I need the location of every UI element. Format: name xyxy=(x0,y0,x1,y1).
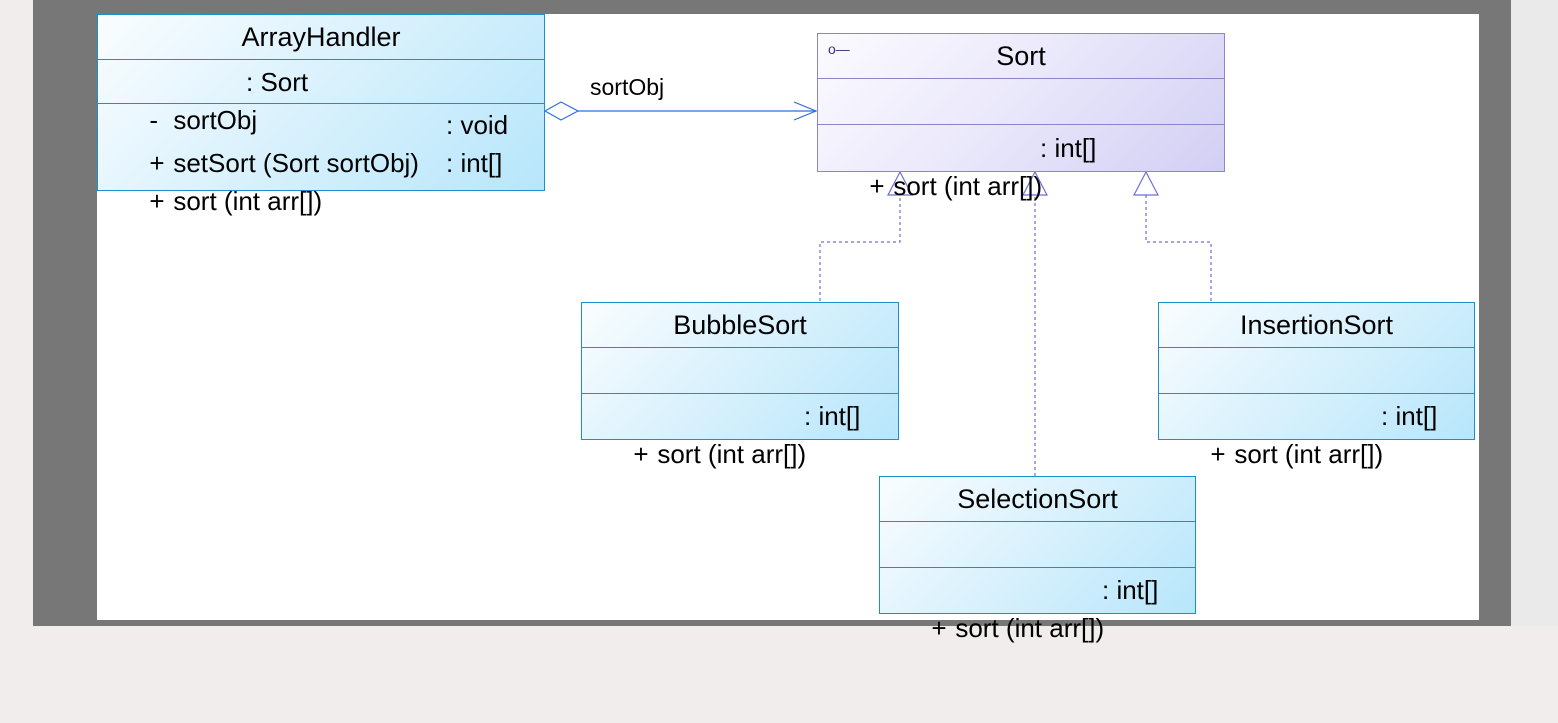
attribute-name: sortObj xyxy=(173,105,258,135)
operation-signature: sort (int arr[]) xyxy=(657,439,807,469)
class-bubble-sort[interactable]: BubbleSort + sort (int arr[]) : int[] xyxy=(581,302,899,469)
realization-selection-sort[interactable] xyxy=(1022,170,1048,476)
realization-bubble-sort[interactable] xyxy=(819,170,913,301)
visibility-marker: + xyxy=(931,613,947,643)
operation-signature: sort (int arr[]) xyxy=(893,171,1043,201)
operation-return-type: : int[] xyxy=(1381,401,1438,431)
visibility-marker: + xyxy=(633,439,649,469)
operation-return-type: : int[] xyxy=(1102,575,1159,605)
operation-signature: sort (int arr[]) xyxy=(1234,439,1384,469)
operations-compartment: + setSort (Sort sortObj) : void + sort (in… xyxy=(98,104,544,216)
attributes-compartment xyxy=(582,348,898,394)
window-margin xyxy=(1511,0,1558,626)
operation-signature: sort (int arr[]) xyxy=(955,613,1105,643)
realization-arrowhead xyxy=(1133,170,1159,196)
class-name: BubbleSort xyxy=(582,303,898,348)
attributes-compartment xyxy=(818,79,1224,125)
operation-return-type: : void xyxy=(446,110,509,140)
operation-return-type: : int[] xyxy=(804,401,861,431)
operation-row[interactable]: + sort (int arr[]) : int[] xyxy=(582,397,898,469)
operation-signature: sort (int arr[]) xyxy=(173,186,323,216)
visibility-marker: + xyxy=(149,186,165,216)
attributes-compartment xyxy=(1159,348,1474,394)
operation-row[interactable]: + setSort (Sort sortObj) : void xyxy=(98,106,544,178)
attributes-compartment xyxy=(880,522,1195,568)
visibility-marker: - xyxy=(149,105,159,135)
visibility-marker: + xyxy=(1210,439,1226,469)
operation-signature: setSort (Sort sortObj) xyxy=(173,148,419,178)
class-name: SelectionSort xyxy=(880,477,1195,522)
class-name-compartment: o— Sort xyxy=(818,34,1224,79)
operations-compartment: + sort (int arr[]) : int[] xyxy=(582,394,898,469)
operation-row[interactable]: + sort (int arr[]) : int[] xyxy=(98,144,544,216)
interface-lollipop-icon: o— xyxy=(828,41,850,57)
relationship-layer xyxy=(543,101,1212,476)
visibility-marker: + xyxy=(149,148,165,178)
class-name: InsertionSort xyxy=(1159,303,1474,348)
realization-arrowhead xyxy=(887,170,913,196)
class-array-handler[interactable]: ArrayHandler -sortObj : Sort + setSort (S… xyxy=(97,14,545,216)
operations-compartment: + sort (int arr[]) : int[] xyxy=(1159,394,1474,469)
attributes-compartment: -sortObj : Sort xyxy=(98,60,544,135)
operations-compartment: + sort (int arr[]) : int[] xyxy=(818,125,1224,201)
visibility-marker: + xyxy=(869,171,885,201)
operation-row[interactable]: + sort (int arr[]) : int[] xyxy=(818,129,1224,201)
attribute-row[interactable]: -sortObj : Sort xyxy=(98,63,544,135)
operations-compartment: + sort (int arr[]) : int[] xyxy=(880,568,1195,643)
aggregation-diamond xyxy=(543,101,580,121)
realization-arrowhead xyxy=(1022,170,1048,196)
association-role-label: sortObj xyxy=(590,74,665,100)
class-name: Sort xyxy=(996,41,1046,71)
realization-insertion-sort[interactable] xyxy=(1133,170,1212,301)
interface-sort[interactable]: o— Sort + sort (int arr[]) : int[] xyxy=(817,33,1225,201)
aggregation-link[interactable] xyxy=(543,101,818,121)
navigability-arrowhead xyxy=(793,101,818,121)
attribute-type: : Sort xyxy=(246,67,309,97)
operation-return-type: : int[] xyxy=(1040,133,1097,163)
class-selection-sort[interactable]: SelectionSort + sort (int arr[]) : int[] xyxy=(879,476,1196,643)
class-insertion-sort[interactable]: InsertionSort + sort (int arr[]) : int[] xyxy=(1158,302,1475,469)
class-name: ArrayHandler xyxy=(98,15,544,60)
operation-row[interactable]: + sort (int arr[]) : int[] xyxy=(880,571,1195,643)
operation-row[interactable]: + sort (int arr[]) : int[] xyxy=(1159,397,1474,469)
operation-return-type: : int[] xyxy=(446,148,503,178)
